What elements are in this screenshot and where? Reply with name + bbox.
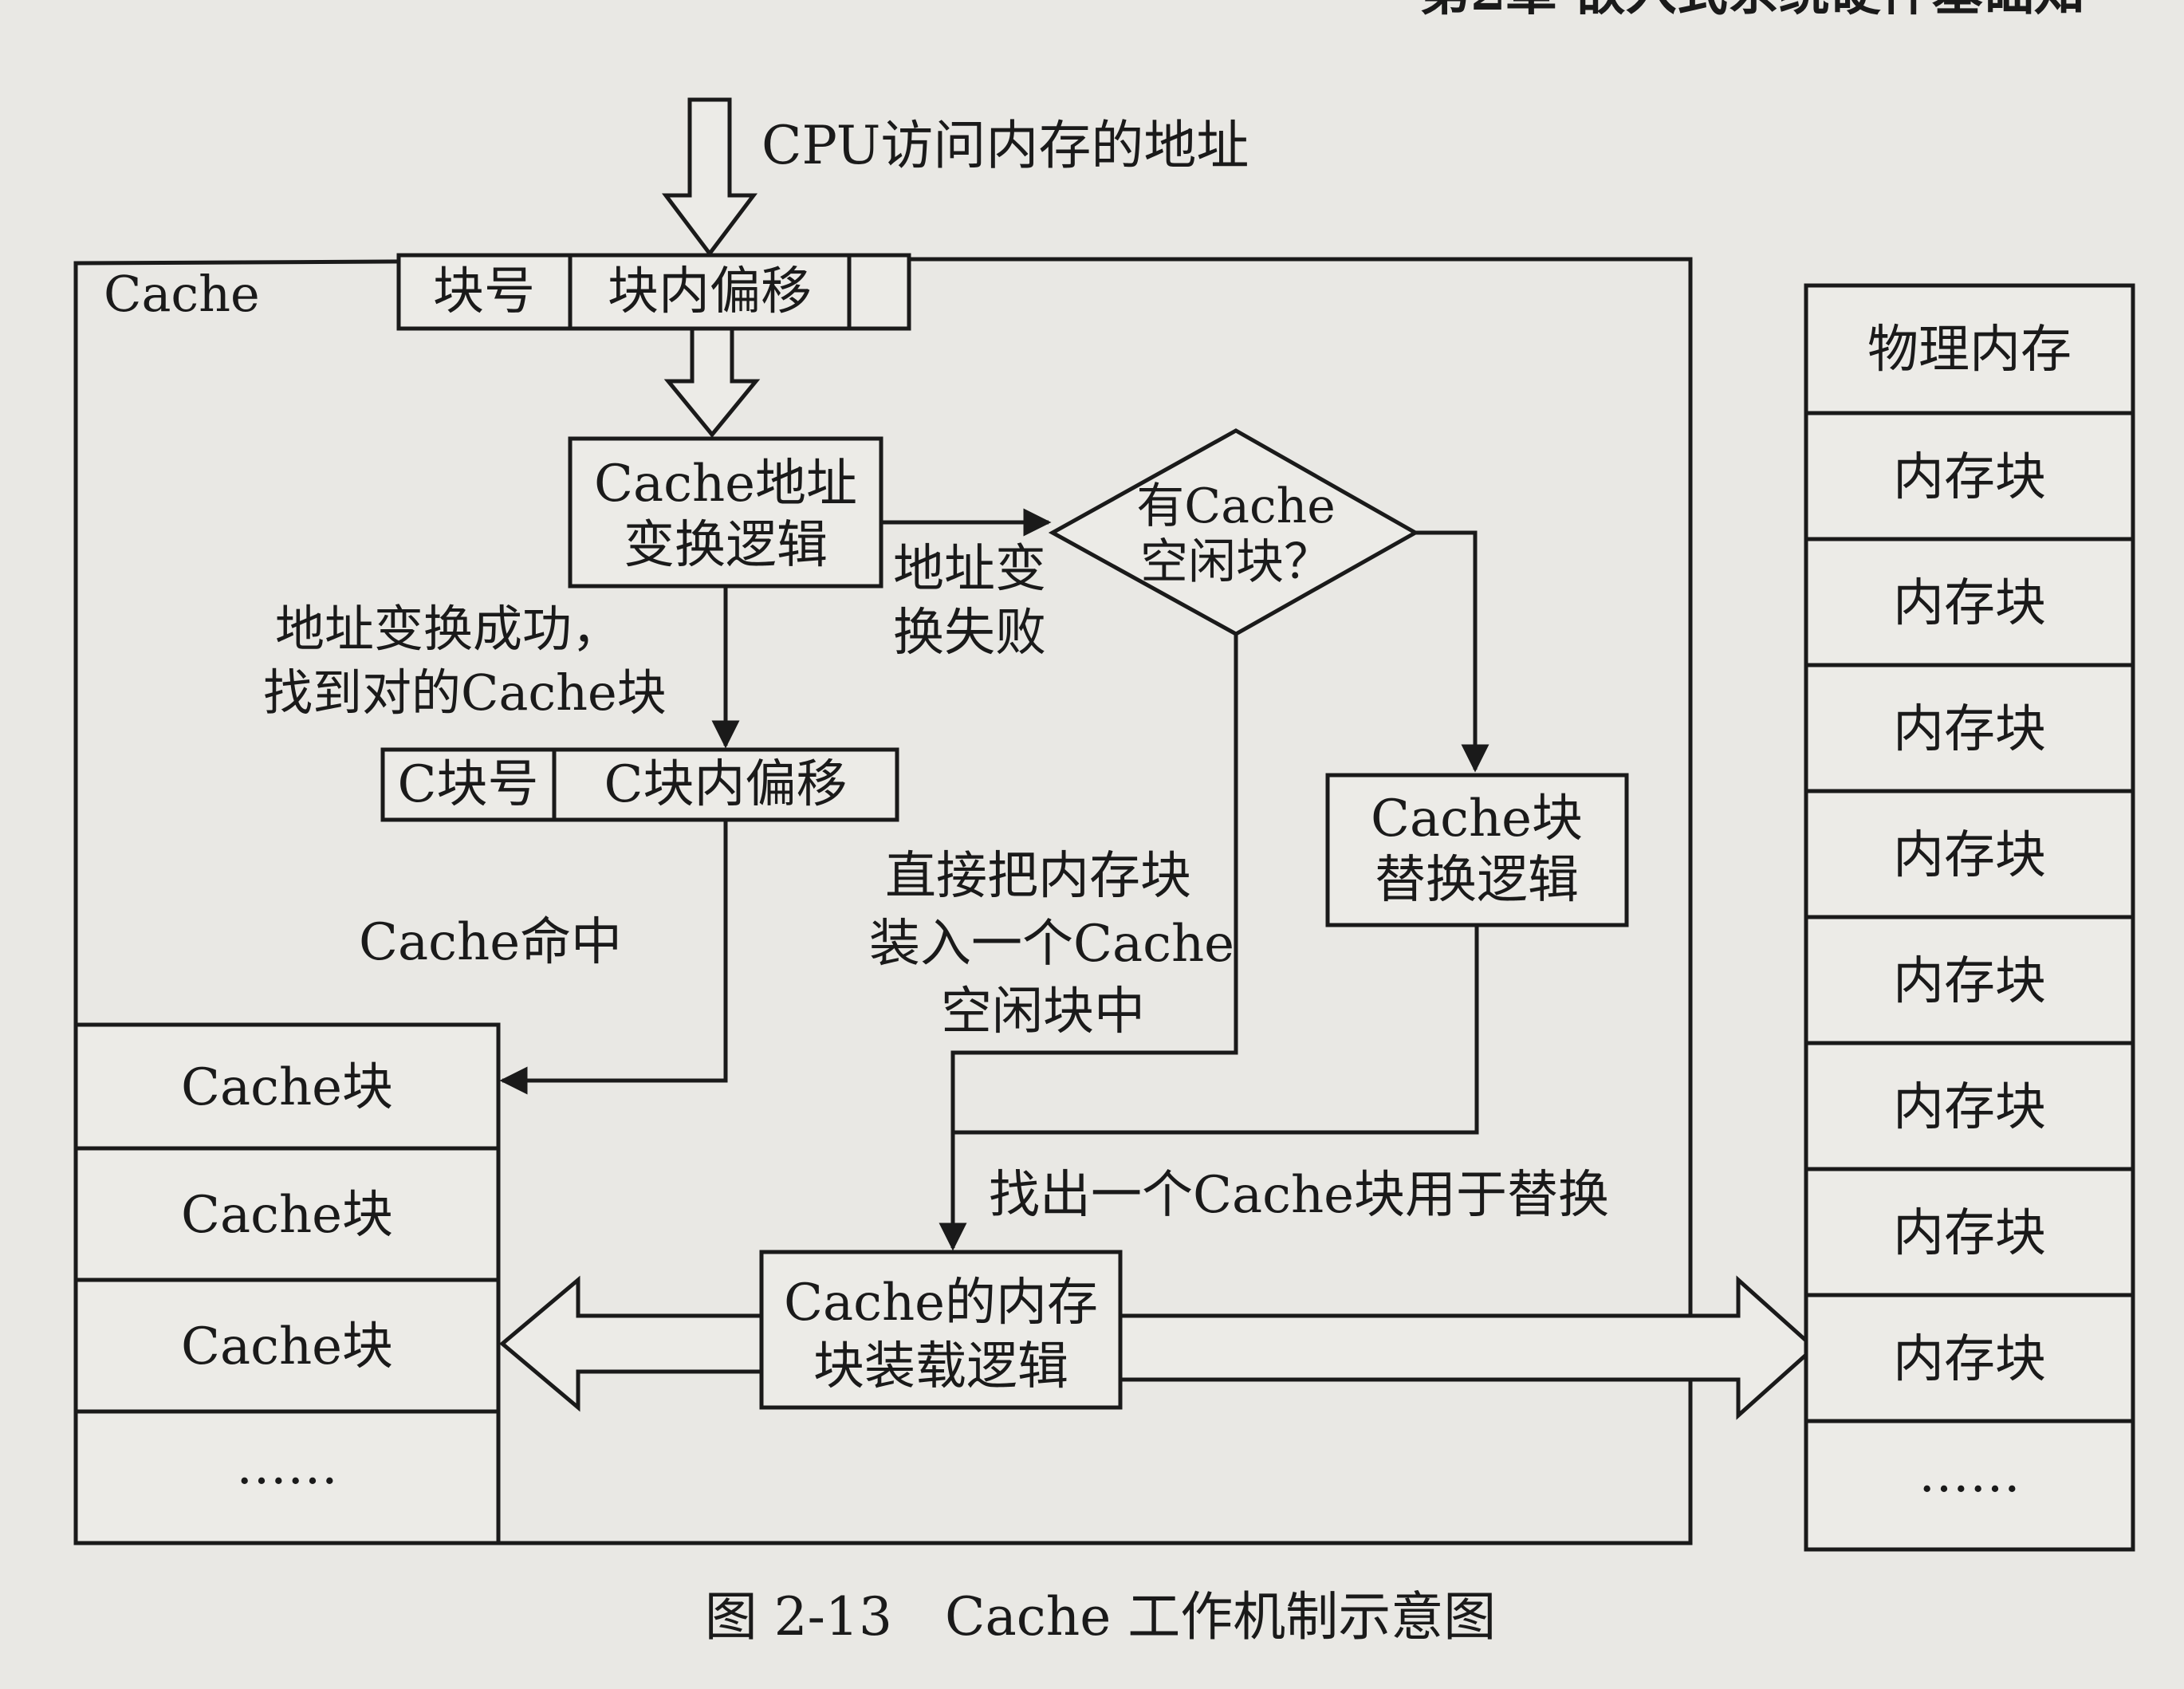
translate-logic-line2: 变换逻辑 [624,516,828,575]
replace-logic-line2: 替换逻辑 [1375,851,1579,910]
load-to-cache-arrow [499,1275,764,1412]
cblock-offset-field: C块内偏移 [604,755,848,814]
memory-block: 内存块 [1893,952,2046,1011]
fail-label-line1: 地址变 [893,540,1046,599]
no-free-block-arrow [1415,530,1489,773]
fail-label-line2: 换失败 [893,604,1046,663]
address-translate-logic [568,436,883,589]
memory-block: 内存块 [1893,1330,2046,1389]
memory-block: 内存块 [1893,574,2046,633]
block-offset-field: 块内偏移 [608,262,812,321]
load-logic-line1: Cache的内存 [784,1274,1098,1333]
cache-hit-arrow [499,820,728,1095]
load-free-note-line2: 装入一个Cache [869,915,1234,974]
cache-region-outline [73,257,1693,1545]
memory-block: 内存块 [1893,448,2046,507]
load-free-note-line1: 直接把内存块 [885,847,1191,906]
replace-path [953,925,1479,1135]
cache-block-ellipsis: …… [236,1437,338,1496]
translate-logic-line1: Cache地址 [594,455,857,514]
address-to-translate-arrow [663,326,761,438]
cblock-field-row [380,747,899,822]
cache-hit-label: Cache命中 [359,913,622,972]
block-number-field: 块号 [433,262,535,321]
cblock-number-field: C块号 [398,755,539,814]
memory-block: 内存块 [1893,1078,2046,1137]
cache-block: Cache块 [181,1317,393,1376]
memory-block: 内存块 [1893,826,2046,885]
figure-caption: 图 2-13 Cache 工作机制示意图 [705,1586,1497,1648]
free-block-path [939,634,1238,1251]
decision-line1: 有Cache [1136,478,1335,534]
cache-block: Cache块 [181,1186,393,1245]
memory-block-ellipsis: …… [1918,1445,2021,1504]
cpu-address-label: CPU访问内存的地址 [761,115,1249,176]
cache-region-title: Cache [104,265,260,323]
pick-replace-note: 找出一个Cache块用于替换 [989,1166,1609,1225]
cpu-address-input-arrow [661,97,758,258]
cache-block: Cache块 [181,1058,393,1117]
memory-load-logic [759,1250,1123,1410]
physical-memory: 物理内存 内存块 内存块 内存块 内存块 内存块 内存块 内存块 内存块 …… [1804,283,2135,1552]
success-note-line2: 找到对的Cache块 [263,663,667,722]
load-free-note-line3: 空闲块中 [941,982,1145,1041]
memory-block: 内存块 [1893,1204,2046,1263]
load-logic-line2: 块装载逻辑 [813,1337,1068,1396]
address-field-row [396,253,911,331]
success-note-line1: 地址变换成功， [275,600,621,658]
decision-line2: 空闲块？ [1140,534,1332,590]
page-header-fragment: 第2章 嵌入式系统硬件基础知 [1419,0,2085,22]
memory-block: 内存块 [1893,700,2046,759]
load-to-memory-arrow [1118,1275,1817,1420]
physical-memory-title: 物理内存 [1867,321,2072,380]
cache-block-list: Cache块 Cache块 Cache块 …… [73,1022,501,1545]
replace-logic-line1: Cache块 [1371,789,1583,848]
